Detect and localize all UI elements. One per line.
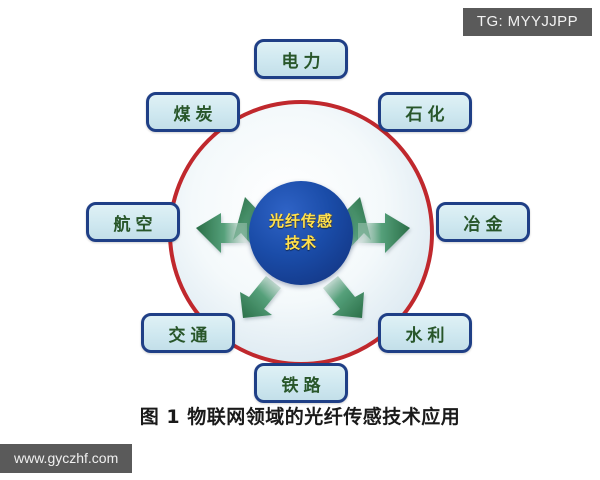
center-label-line1: 光纤传感 (268, 212, 333, 231)
node-box-bottom-right[interactable]: 水利 (378, 313, 472, 353)
node-label-dianli: 电力 (281, 51, 326, 72)
diagram-area: 光纤传感 技术 电力 石化 冶金 水利 铁路 交通 航空 煤炭 (86, 39, 530, 403)
figure-caption: 图 1 物联网领域的光纤传感技术应用 (139, 406, 461, 428)
node-label-hangkong: 航空 (113, 214, 158, 235)
arrow-left (196, 213, 247, 253)
center-node: 光纤传感 技术 (249, 181, 353, 285)
node-box-top-left[interactable]: 煤炭 (146, 92, 240, 132)
node-box-top[interactable]: 电力 (254, 39, 348, 79)
node-box-top-right[interactable]: 石化 (378, 92, 472, 132)
node-label-jiaotong: 交通 (168, 325, 213, 346)
node-box-bottom-left[interactable]: 交通 (141, 313, 235, 353)
node-label-tielu: 铁路 (281, 375, 326, 396)
node-label-shihua: 石化 (405, 104, 450, 125)
node-box-bottom[interactable]: 铁路 (254, 363, 348, 403)
node-label-yejin: 冶金 (463, 214, 508, 235)
arrow-right (358, 213, 410, 253)
node-label-meitan: 煤炭 (173, 104, 218, 125)
center-label-line2: 技术 (284, 234, 317, 252)
node-box-left[interactable]: 航空 (86, 202, 180, 242)
node-box-right[interactable]: 冶金 (436, 202, 530, 242)
node-label-shuili: 水利 (405, 325, 450, 346)
tg-tag: TG: MYYJJPP (462, 8, 592, 36)
watermark: www.gyczhf.com (0, 444, 133, 473)
arrow-down-right (323, 276, 364, 318)
arrow-down-left (240, 276, 281, 318)
